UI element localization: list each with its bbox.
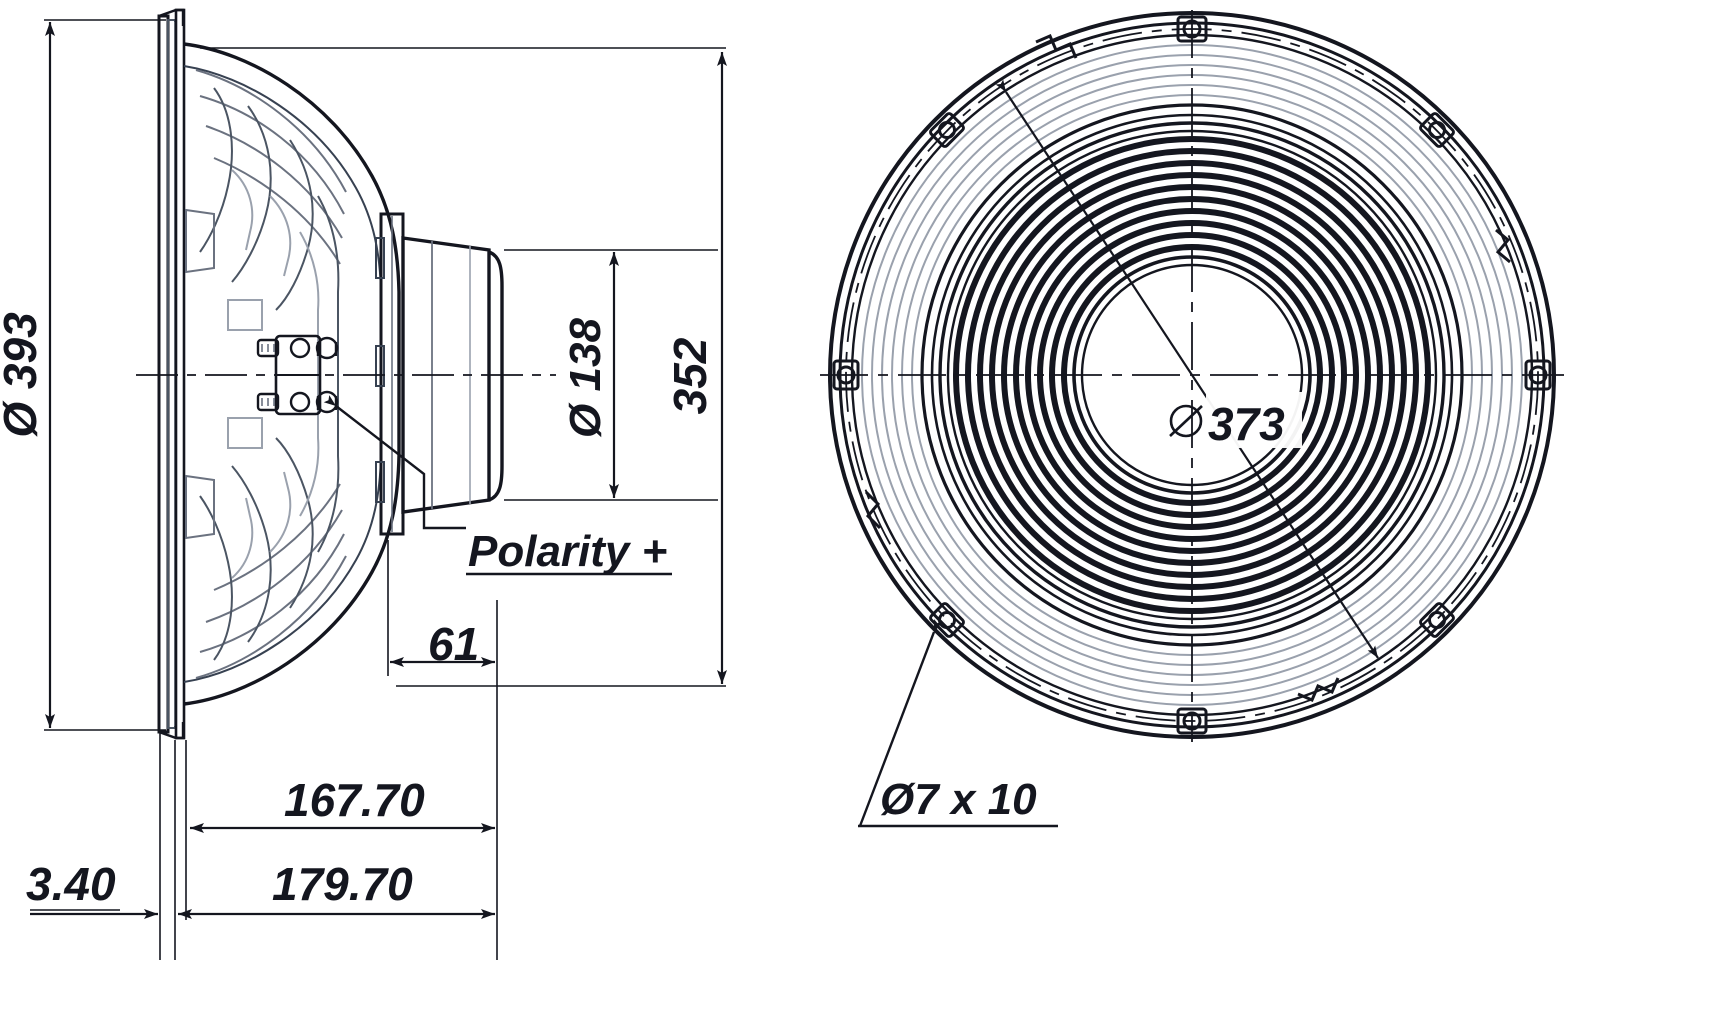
- dimension-393-label: Ø 393: [0, 312, 46, 438]
- dimension-138-label: Ø 138: [561, 318, 610, 438]
- svg-text:Ø 393: Ø 393: [0, 312, 46, 438]
- side-section-view: Ø 393 Ø 138 352: [0, 8, 727, 960]
- dimension-352: 352: [200, 47, 727, 687]
- dimension-373-label: 373: [1208, 398, 1285, 450]
- polarity-note: Polarity +: [323, 395, 672, 576]
- svg-text:Ø 138: Ø 138: [561, 318, 610, 438]
- dimension-179-70-label: 179.70: [272, 858, 413, 910]
- dimension-393: Ø 393: [0, 19, 166, 731]
- mounting-hole-note-label: Ø7 x 10: [880, 775, 1037, 824]
- mounting-hole: [1419, 112, 1455, 148]
- dimension-167-70-label: 167.70: [284, 774, 425, 826]
- dimension-373: 373: [995, 79, 1379, 659]
- front-view: 373 Ø7 x 10: [820, 10, 1564, 828]
- dimension-352-label: 352: [664, 337, 716, 414]
- mounting-hole: [929, 112, 965, 148]
- dimension-3-40: 3.40: [26, 858, 158, 919]
- flange-notches: [864, 34, 1511, 702]
- mounting-hole: [1419, 602, 1455, 638]
- svg-text:352: 352: [664, 337, 716, 414]
- mounting-flange: [157, 8, 186, 740]
- dimension-138: Ø 138: [504, 249, 718, 501]
- dimension-61-label: 61: [428, 618, 479, 670]
- dimension-61: 61: [387, 540, 498, 676]
- basket-ribs: [185, 69, 347, 679]
- polarity-note-label: Polarity +: [468, 527, 667, 576]
- bottom-extension-lines: [30, 676, 498, 960]
- dimension-179-70: 179.70: [178, 858, 495, 919]
- dimension-167-70: 167.70: [190, 774, 495, 833]
- diameter-symbol-373: [1169, 404, 1203, 438]
- mounting-hole-note: Ø7 x 10: [858, 619, 1058, 828]
- dimension-3-40-label: 3.40: [26, 858, 116, 910]
